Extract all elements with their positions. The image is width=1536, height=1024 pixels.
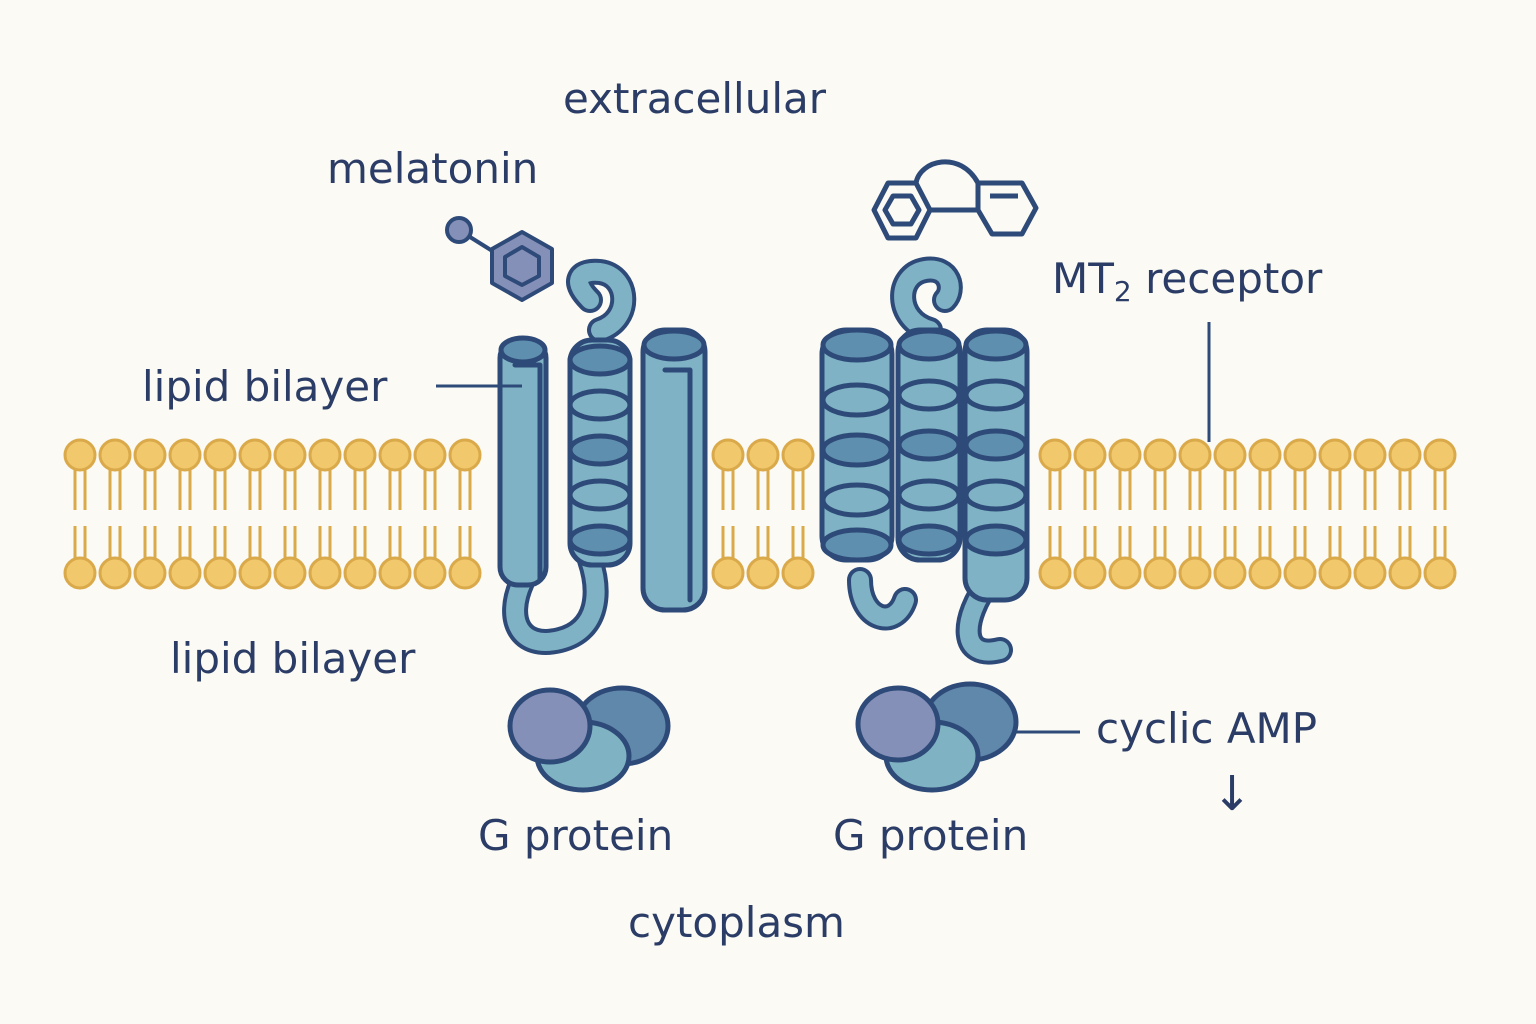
lipid-head (1213, 438, 1247, 472)
lipid-head (343, 556, 377, 590)
receptor-left (497, 258, 708, 655)
lipid-head (1038, 438, 1072, 472)
lipid-head (1423, 438, 1457, 472)
lipid-head (133, 438, 167, 472)
lipid-head (1353, 556, 1387, 590)
lipid-head (1178, 556, 1212, 590)
lipid-head (63, 438, 97, 472)
lipid-head (1388, 438, 1422, 472)
g-protein-label-right: G protein (833, 811, 1029, 860)
lipid-head (98, 556, 132, 590)
lipid-head (1213, 556, 1247, 590)
lipid-head (746, 438, 780, 472)
lipid-head (1073, 556, 1107, 590)
lipid-head (63, 556, 97, 590)
lipid-head (711, 438, 745, 472)
lipid-head (448, 438, 482, 472)
lipid-head (378, 438, 412, 472)
lipid-head (168, 438, 202, 472)
lipid-head (238, 438, 272, 472)
lipid-head (413, 438, 447, 472)
g-protein-left (507, 685, 671, 793)
lipid-head (711, 556, 745, 590)
cytoplasm-label: cytoplasm (628, 898, 845, 947)
g-protein-right (855, 681, 1019, 793)
lipid-head (1283, 438, 1317, 472)
ligand-molecule (871, 159, 1039, 241)
lipid-head (1143, 556, 1177, 590)
lipid-head (308, 556, 342, 590)
cyclic-amp-label: cyclic AMP (1096, 704, 1318, 753)
lipid-head (1038, 556, 1072, 590)
receptor-prefix: MT (1052, 254, 1114, 303)
lipid-head (781, 438, 815, 472)
lipid-head (1073, 438, 1107, 472)
lipid-head (413, 556, 447, 590)
receptor-subscript: 2 (1113, 275, 1132, 308)
lipid-head (1353, 438, 1387, 472)
melatonin-label: melatonin (327, 144, 539, 193)
lipid-head (203, 556, 237, 590)
lipid-head (308, 438, 342, 472)
lipid-head (1318, 438, 1352, 472)
lipid-bilayer-membrane (63, 438, 1457, 590)
mt2-receptor-label: MT2 receptor (1052, 258, 1322, 306)
lipid-head (133, 556, 167, 590)
melatonin-molecule (445, 216, 554, 302)
lipid-head (781, 556, 815, 590)
extracellular-label: extracellular (563, 74, 826, 123)
lipid-head (1178, 438, 1212, 472)
lipid-head (1248, 556, 1282, 590)
decrease-arrow-icon: ↓ (1212, 766, 1253, 822)
lipid-head (168, 556, 202, 590)
lipid-head (1388, 556, 1422, 590)
lipid-head (273, 556, 307, 590)
lipid-head (343, 438, 377, 472)
lipid-head (378, 556, 412, 590)
lipid-head (203, 438, 237, 472)
receptor-left-helix-2-coils (567, 337, 633, 568)
lipid-head (1248, 438, 1282, 472)
g-protein-label-left: G protein (478, 811, 674, 860)
receptor-right (819, 256, 1030, 665)
lipid-head (1283, 556, 1317, 590)
lipid-head (1423, 556, 1457, 590)
lipid-head (273, 438, 307, 472)
lipid-head (1318, 556, 1352, 590)
lipid-head (746, 556, 780, 590)
lipid-bilayer-label-upper: lipid bilayer (142, 362, 388, 411)
lipid-head (238, 556, 272, 590)
lipid-head (448, 556, 482, 590)
lipid-head (98, 438, 132, 472)
lipid-bilayer-label-lower: lipid bilayer (170, 634, 416, 683)
receptor-right-helix-1 (819, 327, 895, 563)
lipid-head (1143, 438, 1177, 472)
lipid-head (1108, 438, 1142, 472)
receptor-right-helix-3 (962, 327, 1030, 603)
lipid-head (1108, 556, 1142, 590)
receptor-right-helix-2 (895, 327, 963, 563)
receptor-suffix: receptor (1131, 254, 1323, 303)
